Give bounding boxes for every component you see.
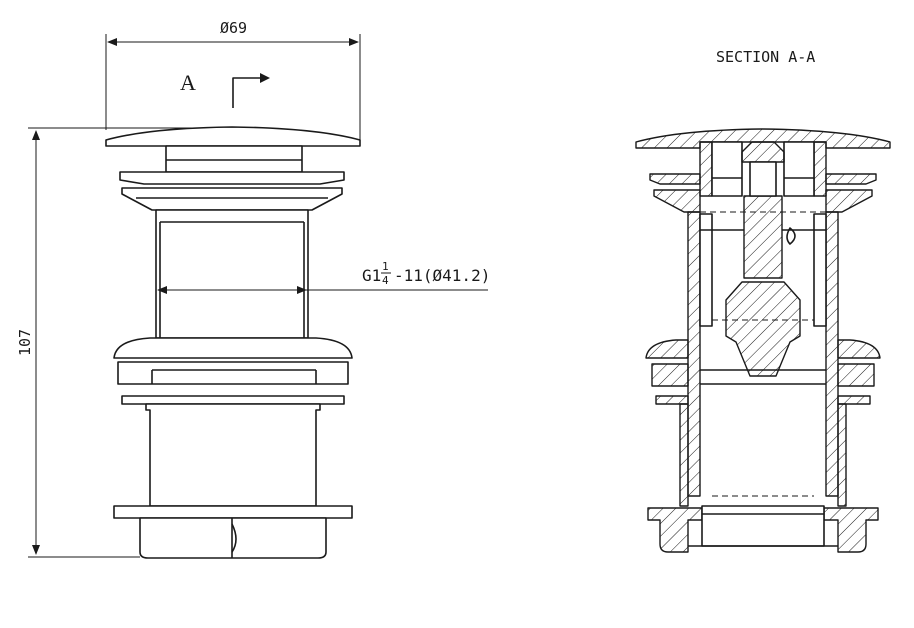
section-flange-1 <box>649 173 701 185</box>
upper-flange-2 <box>121 187 343 211</box>
section-lower-wall-left <box>679 403 689 507</box>
section-washer-left <box>655 395 689 405</box>
section-flange-2 <box>653 189 701 213</box>
section-housing-right <box>783 141 815 197</box>
thread-fraction-den: 4 <box>382 274 389 287</box>
section-plunger-neck <box>749 161 777 197</box>
elevation-view: Ø69 A 107 G1 <box>16 19 490 559</box>
section-inner-right <box>813 213 827 327</box>
thread-fraction-num: 1 <box>382 260 389 273</box>
lower-flange-ring <box>117 361 349 385</box>
section-view: SECTION A-A <box>635 48 891 553</box>
section-wall-left <box>687 211 701 497</box>
section-wall-right <box>825 211 839 497</box>
view-letter: A <box>180 70 196 95</box>
bottom-nut-hex <box>139 517 327 559</box>
section-lower-ring-right <box>837 363 875 387</box>
thread-main: G1 <box>362 266 381 285</box>
section-lower-wall-right <box>837 403 847 507</box>
lower-washer <box>121 395 345 405</box>
section-marker: A <box>180 70 270 108</box>
cap-dome <box>105 126 361 147</box>
height-label: 107 <box>16 329 34 356</box>
diameter-label: Ø69 <box>220 19 247 37</box>
section-plunger-head <box>741 141 785 163</box>
section-plunger-cone <box>725 281 801 377</box>
lower-body <box>145 403 321 507</box>
section-plunger-stem <box>743 195 783 279</box>
diameter-dimension: Ø69 <box>105 19 361 140</box>
lower-flange-dome <box>113 337 353 359</box>
body-tube <box>155 209 309 339</box>
bottom-nut-plate <box>113 505 353 519</box>
section-lower-dome-right <box>837 339 881 359</box>
upper-flange-1 <box>119 171 345 185</box>
section-title: SECTION A-A <box>716 48 815 66</box>
section-housing-left <box>711 141 743 197</box>
section-cap-stem-right <box>813 141 827 197</box>
cap-stem <box>165 145 303 173</box>
section-flange-1r <box>825 173 877 185</box>
section-bottom-nut-left <box>647 507 703 553</box>
thread-callout: G1 1 4 -11(Ø41.2) <box>157 260 490 294</box>
section-cap-stem-left <box>699 141 713 197</box>
section-washer-right <box>837 395 871 405</box>
section-clip <box>786 227 796 245</box>
thread-rest: -11(Ø41.2) <box>394 266 490 285</box>
section-lower-ring-left <box>651 363 689 387</box>
section-bottom-insert <box>701 505 825 547</box>
section-flange-2r <box>825 189 873 213</box>
section-inner-left <box>699 213 713 327</box>
section-bottom-nut-right <box>823 507 879 553</box>
section-lower-dome-left <box>645 339 689 359</box>
